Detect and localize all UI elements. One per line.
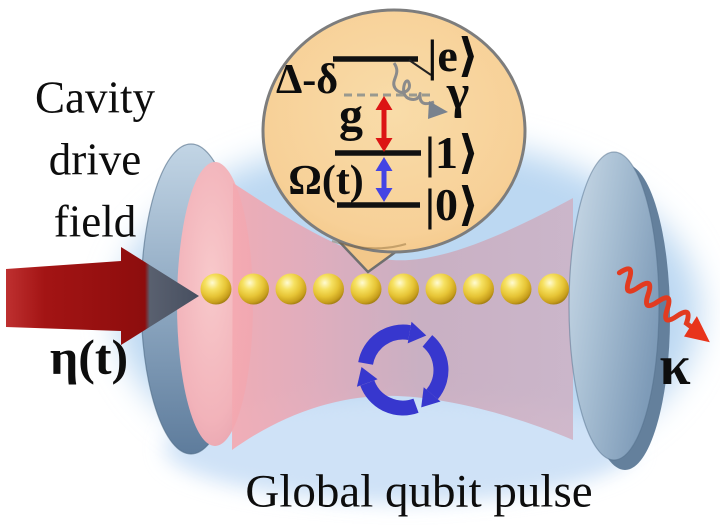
global-qubit-pulse-label: Global qubit pulse bbox=[245, 465, 593, 518]
cavity-decay-rate-label: κ bbox=[659, 335, 691, 397]
qubit-sphere bbox=[275, 273, 307, 305]
qubit-sphere bbox=[200, 273, 232, 305]
qubit-sphere bbox=[538, 273, 569, 305]
qubit-sphere bbox=[388, 273, 419, 305]
qubit-sphere bbox=[350, 273, 382, 305]
rabi-arrow bbox=[375, 157, 393, 202]
level-e-connector bbox=[408, 59, 432, 76]
qubit-sphere bbox=[313, 273, 344, 305]
cavity-mode bbox=[232, 183, 573, 450]
cavity-drive-arrow bbox=[6, 247, 199, 345]
level-diagram-bubble bbox=[261, 8, 527, 274]
qubit-chain bbox=[200, 273, 569, 305]
cavity-drive-label-line3: field bbox=[53, 196, 137, 247]
coupling-arrow bbox=[375, 96, 393, 152]
drive-amplitude-label: η(t) bbox=[49, 329, 129, 385]
qubit-sphere bbox=[425, 273, 457, 305]
coupling-strength-label: g bbox=[339, 89, 363, 142]
atom-decay-rate-label: γ bbox=[446, 66, 470, 119]
qubit-sphere bbox=[500, 273, 532, 305]
cavity-drive-label-line2: drive bbox=[48, 134, 142, 185]
cavity-decay-arrow bbox=[616, 266, 710, 343]
right-mirror bbox=[568, 151, 670, 470]
rabi-frequency-label: Ω(t) bbox=[288, 158, 364, 204]
pulse-cycle-icon bbox=[356, 321, 449, 416]
qubit-sphere bbox=[238, 273, 269, 305]
state-one-label: |1⟩ bbox=[424, 127, 480, 178]
qubit-sphere bbox=[463, 273, 494, 305]
detuning-label: Δ-δ bbox=[275, 57, 339, 103]
excited-state-label: |e⟩ bbox=[427, 30, 479, 81]
state-zero-label: |0⟩ bbox=[424, 179, 480, 230]
cavity-drive-label-line1: Cavity bbox=[35, 72, 155, 123]
atom-decay-arrow bbox=[392, 62, 448, 119]
